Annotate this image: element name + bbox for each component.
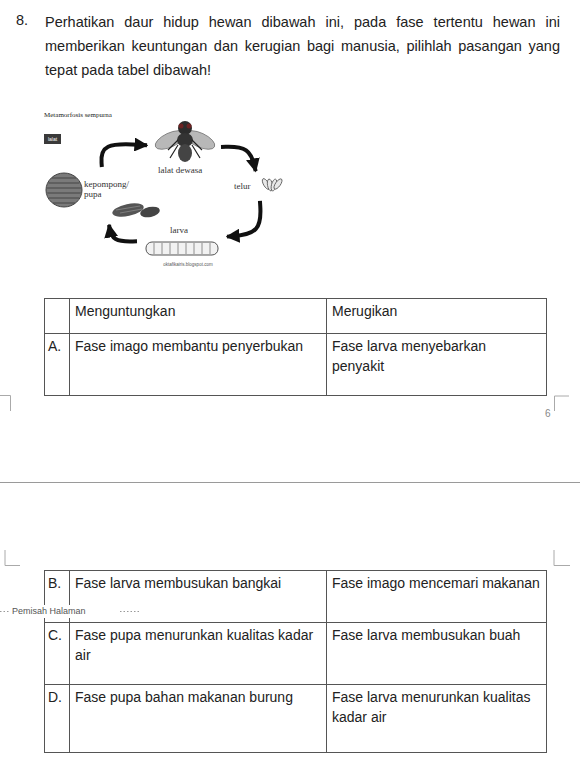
table-cell: Fase larva menyebarkan penyakit [332, 336, 542, 377]
question-text: Perhatikan daur hidup hewan dibawah ini,… [45, 10, 560, 82]
egg-illustration [261, 178, 284, 192]
option-letter: C. [48, 625, 68, 645]
option-letter: B. [48, 573, 68, 593]
page-number: 6 [545, 407, 559, 422]
stage-adult: lalat dewasa [150, 116, 218, 180]
table-header: Merugikan [332, 301, 542, 321]
table-cell: Fase larva membusukan buah [332, 625, 542, 645]
stage-label: telur [234, 182, 286, 192]
table-cell: Fase pupa bahan makanan burung [75, 687, 323, 707]
table-cell: Fase imago membantu penyerbukan [75, 336, 323, 356]
page-separator [0, 482, 580, 483]
watermark: oktafikairis.blogspot.com [128, 262, 248, 269]
option-letter: D. [48, 687, 68, 707]
table-cell: Fase larva membusukan bangkai [75, 573, 323, 593]
larva-illustration [146, 242, 218, 255]
stage-egg: telur [232, 174, 286, 198]
table-grid [45, 299, 547, 396]
stage-label: lalat dewasa [158, 166, 218, 176]
stage-label: kepompong/ pupa [84, 180, 128, 200]
lifecycle-arrow [221, 147, 256, 171]
stage-larva: larva [140, 222, 224, 258]
stage-pupa: kepompong/ pupa [42, 170, 166, 222]
diagram-title: Metamorfosis sempurna [44, 112, 124, 119]
table-cell: Fase imago mencemari makanan [332, 573, 542, 593]
small-label: lalat [44, 134, 61, 144]
lifecycle-arrow [101, 144, 147, 167]
stage-label: larva [170, 226, 224, 236]
question-number: 8. [16, 10, 44, 31]
margin-marks [0, 396, 570, 566]
option-letter: A. [48, 336, 68, 356]
lifecycle-arrow [227, 201, 261, 237]
table-header: Menguntungkan [75, 301, 323, 321]
table-cell: Fase pupa menurunkan kualitas kadar air [75, 625, 323, 666]
pupa-illustration [46, 173, 161, 219]
small-label-box [44, 134, 61, 144]
table-grid [45, 571, 547, 753]
lifecycle-arrow [109, 225, 137, 242]
page-break-marker: Pemisah Halaman [12, 605, 118, 618]
table-cell: Fase larva menurunkan kualitas kadar air [332, 687, 542, 728]
fly-illustration [153, 121, 218, 162]
